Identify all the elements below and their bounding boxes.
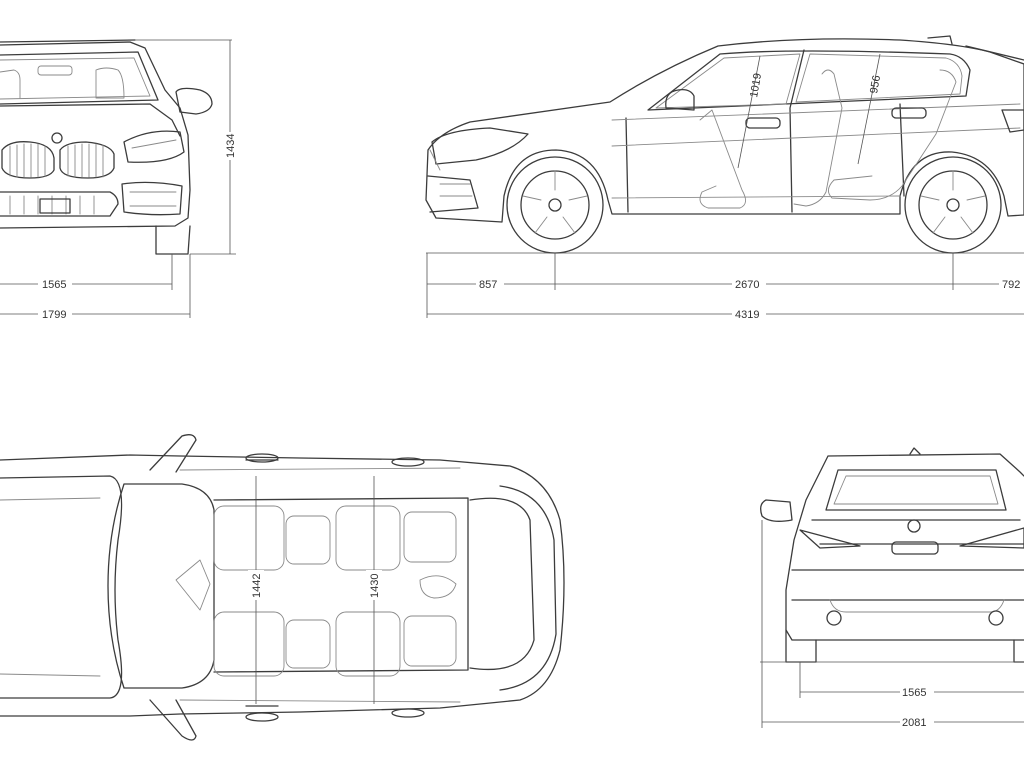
front-side-mirror	[175, 87, 213, 115]
rear-window	[825, 469, 1007, 511]
rear-tyre-right	[1013, 639, 1024, 663]
side-windows	[647, 50, 971, 111]
front-overhang-label: 857	[479, 279, 497, 291]
rear-track-label: 1565	[902, 687, 926, 699]
rear-width-label: 2081	[902, 717, 926, 729]
kidney-grille	[1, 141, 115, 179]
front-height-label: 1434	[225, 134, 237, 158]
front-windshield	[0, 51, 159, 105]
front-track-label: 1565	[42, 279, 66, 291]
top-windshield	[107, 483, 215, 689]
rear-logo	[907, 519, 921, 533]
rear-dimensions: 1565 2081	[761, 520, 1024, 729]
rear-view: 1565 2081	[760, 447, 1024, 729]
top-view: 1442 1430	[0, 434, 565, 741]
rear-license-plate	[891, 541, 939, 555]
front-headlight	[123, 130, 185, 163]
side-mirror	[665, 88, 695, 111]
top-mirror-upper	[149, 434, 197, 473]
rear-side-mirror	[760, 499, 793, 522]
front-tyre	[155, 225, 191, 255]
exhaust-right	[988, 610, 1004, 626]
side-seats	[699, 69, 957, 209]
rear-wheel	[904, 156, 1002, 254]
top-rear-window	[469, 497, 535, 671]
side-dimensions: 857 2670 792 4319	[426, 253, 1024, 321]
side-body-outline	[425, 38, 1024, 223]
interior-mirror	[37, 65, 73, 76]
rear-overhang-label: 792	[1002, 279, 1020, 291]
front-interior-width-label: 1442	[251, 574, 263, 598]
front-logo	[51, 132, 63, 144]
front-view: 1434 1565 1799	[0, 39, 237, 321]
front-wheel	[506, 156, 604, 254]
rear-body-outline	[785, 453, 1024, 641]
rear-door-handle	[891, 107, 927, 119]
top-seats	[175, 505, 457, 677]
side-view: 1019 956 857 2670 792	[425, 35, 1024, 321]
front-body-outline	[0, 41, 191, 229]
front-door-handle	[745, 117, 781, 129]
length-label: 4319	[735, 309, 759, 321]
top-body-outline	[0, 454, 565, 717]
rear-interior-width-label: 1430	[369, 574, 381, 598]
front-license-plate	[39, 198, 71, 214]
rear-tyre-left	[785, 629, 817, 663]
rear-headroom-label: 956	[868, 74, 883, 94]
exhaust-left	[826, 610, 842, 626]
top-mirror-lower	[149, 699, 197, 741]
front-width-label: 1799	[42, 309, 66, 321]
front-headroom-label: 1019	[748, 72, 764, 98]
wheelbase-label: 2670	[735, 279, 759, 291]
front-dimensions: 1434 1565 1799	[0, 39, 237, 321]
front-roof	[0, 39, 136, 43]
